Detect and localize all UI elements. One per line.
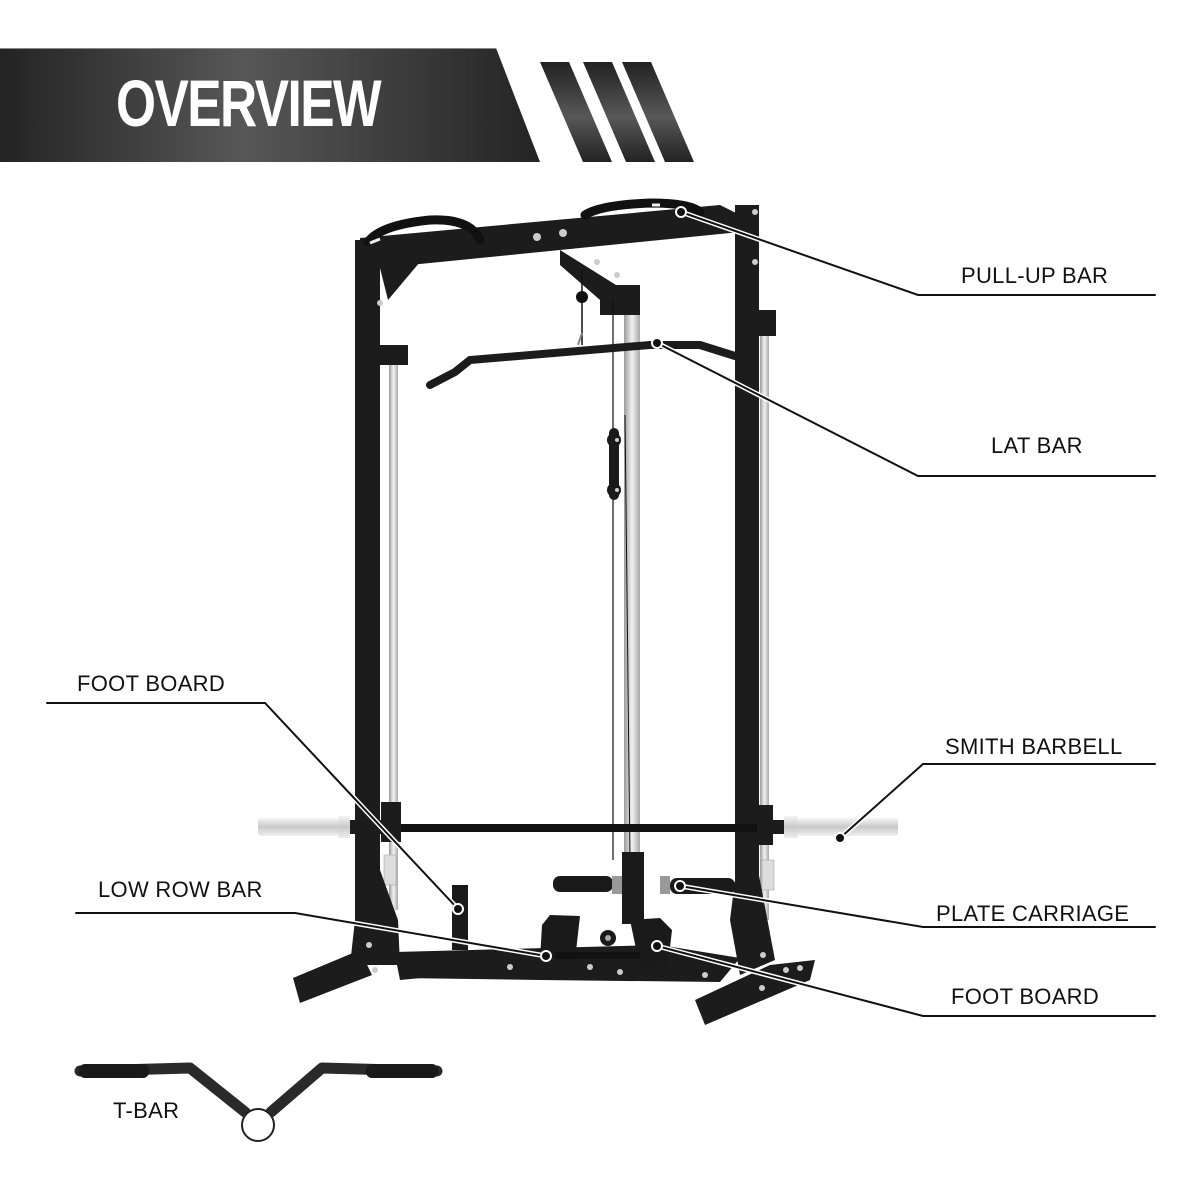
callout-label-plate-carriage: PLATE CARRIAGE xyxy=(936,901,1130,926)
header-banner xyxy=(0,48,540,162)
t-bar-illustration xyxy=(74,1062,443,1142)
callout-label-pull-up-bar: PULL-UP BAR xyxy=(961,263,1109,288)
t-bar-label: T-BAR xyxy=(113,1098,180,1123)
callout-label-lat-bar: LAT BAR xyxy=(991,433,1083,458)
callout-label-smith-barbell: SMITH BARBELL xyxy=(945,734,1123,759)
decorative-stripes xyxy=(540,62,694,162)
callout-label-foot-board-right: FOOT BOARD xyxy=(951,984,1100,1009)
callout-label-foot-board-left: FOOT BOARD xyxy=(77,671,226,696)
callout-label-low-row-bar: LOW ROW BAR xyxy=(98,877,263,902)
